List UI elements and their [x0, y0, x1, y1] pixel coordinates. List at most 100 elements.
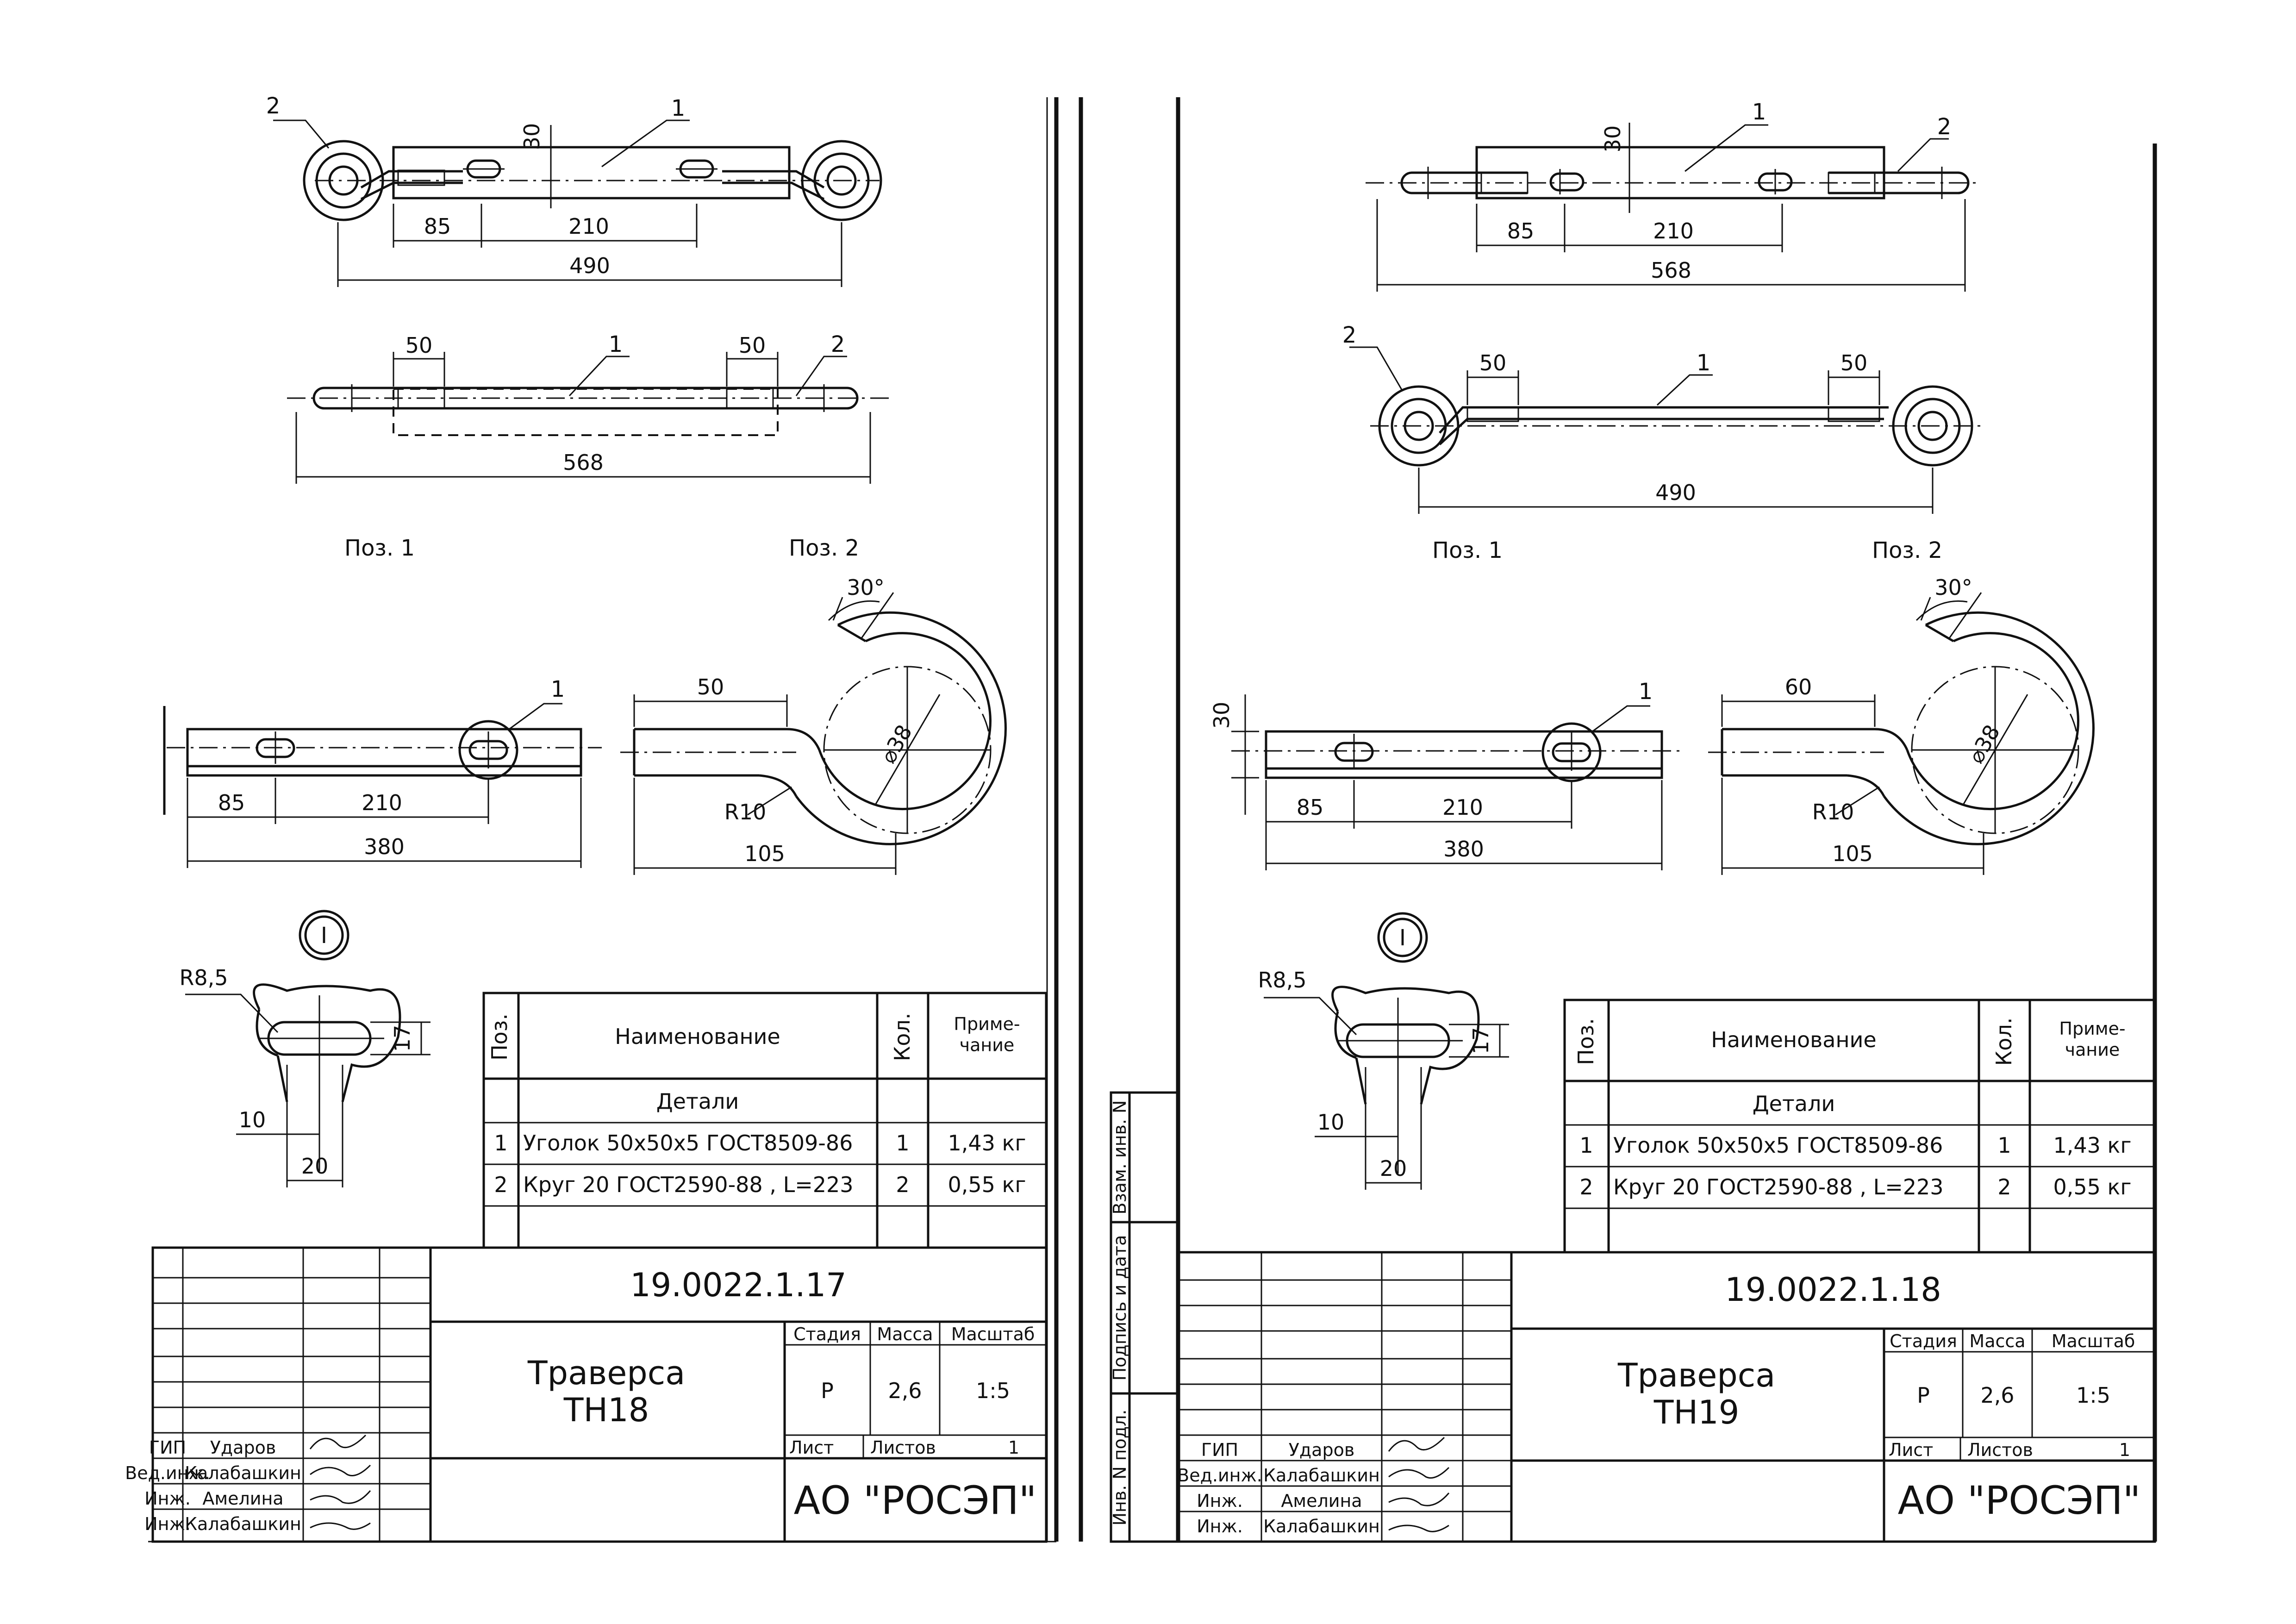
right-poz2-dim-105: 105: [1832, 841, 1873, 866]
right-stamp-signature: Подпись и дата: [1110, 1235, 1130, 1381]
right-mass-label: Масса: [1969, 1331, 2025, 1351]
left-detail-dim-20: 20: [301, 1154, 329, 1179]
right-detail-dim-r85: R8,5: [1258, 968, 1306, 993]
right-spec-row1-name: Уголок 50х50х5 ГОСТ8509-86: [1613, 1133, 1943, 1158]
left-top-view: 85 210 490 30 1 2: [266, 93, 882, 287]
right-spec-row2-note: 0,55 кг: [2053, 1174, 2132, 1199]
left-title-block: 19.0022.1.17 Траверса ТН18 Стадия Масса …: [125, 1246, 1048, 1543]
right-top-pos-1: 1: [1752, 99, 1766, 125]
right-detail-dim-20: 20: [1380, 1156, 1407, 1181]
right-role-3: Инж.: [1197, 1491, 1243, 1511]
right-side-dim-50a: 50: [1479, 350, 1507, 375]
right-spec-row2-qty: 2: [1997, 1174, 2011, 1199]
left-mass-label: Масса: [877, 1324, 933, 1344]
left-side-pos-2: 2: [831, 331, 845, 357]
right-poz1-dim-380: 380: [1443, 837, 1484, 862]
right-side-dim-50b: 50: [1841, 350, 1868, 375]
left-signer-4: Калабашкин: [185, 1514, 301, 1534]
right-top-dim-30: 30: [1600, 125, 1625, 153]
left-sheets-count: 1: [1008, 1437, 1019, 1458]
left-spec-table: Поз. Наименование Кол. Приме-чание Детал…: [482, 992, 1048, 1249]
right-signer-1: Ударов: [1289, 1440, 1354, 1460]
right-title-block: 19.0022.1.18 Траверса ТН19 Стадия Масса …: [1177, 1251, 2156, 1543]
right-poz2-dim-60: 60: [1785, 675, 1812, 700]
left-poz1-dim-210: 210: [362, 790, 402, 815]
left-spec-row1-pos: 1: [494, 1131, 507, 1156]
right-spec-header-note: Приме-чание: [2059, 1018, 2125, 1060]
right-poz1-dim-210: 210: [1442, 795, 1483, 820]
left-detail-dim-r85: R8,5: [179, 965, 228, 990]
left-poz2-dim-105: 105: [744, 841, 785, 866]
left-spec-section: Детали: [656, 1089, 739, 1114]
left-signer-2: Калабашкин: [185, 1463, 301, 1483]
left-stage-label: Стадия: [793, 1324, 861, 1344]
right-subtitle: ТН19: [1653, 1393, 1739, 1431]
left-poz2-view: ⌀38 30° 50 R10 105: [620, 575, 1007, 875]
left-poz1-label: Поз. 1: [344, 535, 415, 561]
left-doc-code: 19.0022.1.17: [630, 1266, 847, 1304]
right-poz1-dim-30: 30: [1209, 702, 1234, 729]
right-poz2-label: Поз. 2: [1872, 537, 1942, 563]
right-sheet-label: Лист: [1889, 1440, 1933, 1460]
right-poz1-dim-85: 85: [1297, 795, 1324, 820]
left-stage: Р: [821, 1378, 834, 1403]
left-poz2-dim-r10: R10: [724, 800, 767, 824]
left-title: Траверса: [527, 1354, 685, 1392]
right-side-pos-1: 1: [1697, 350, 1711, 376]
right-sheets-label: Листов: [1967, 1440, 2033, 1460]
left-signer-3: Амелина: [202, 1488, 283, 1509]
left-spec-row2-note: 0,55 кг: [948, 1172, 1026, 1197]
left-poz2-dim-angle: 30°: [847, 575, 885, 600]
right-side-dim-490: 490: [1655, 480, 1696, 505]
left-side-dim-50a: 50: [406, 333, 433, 358]
left-side-dim-50b: 50: [739, 333, 766, 358]
right-org: АО "РОСЭП": [1898, 1478, 2141, 1523]
left-signatures: [309, 1434, 371, 1530]
left-spec-row2-pos: 2: [494, 1172, 507, 1197]
right-stamp-inventory: Инв. N подл.: [1110, 1409, 1130, 1525]
left-subtitle: ТН18: [563, 1391, 649, 1429]
left-sheet-label: Лист: [789, 1437, 834, 1458]
left-spec-row1-qty: 1: [896, 1131, 909, 1156]
right-mass: 2,6: [1980, 1383, 2014, 1408]
left-detail-dim-10: 10: [239, 1107, 266, 1132]
right-scale-label: Масштаб: [2052, 1331, 2135, 1351]
left-role-3: Инж.: [144, 1488, 191, 1509]
right-detail-dim-17: 17: [1468, 1027, 1493, 1055]
right-role-2: Вед.инж.: [1177, 1465, 1262, 1486]
left-sheet: 85 210 490 30 1 2 50: [125, 93, 1048, 1543]
right-detail-view: I R8,5 17 10 20: [1258, 912, 1509, 1190]
left-scale-label: Масштаб: [951, 1324, 1035, 1344]
left-top-dim-30: 30: [519, 123, 544, 150]
left-poz2-dim-50: 50: [697, 675, 724, 700]
right-role-4: Инж.: [1197, 1516, 1243, 1537]
left-spec-header-note: Приме-чание: [954, 1014, 1020, 1056]
left-spec-header-qty: Кол.: [890, 1013, 915, 1062]
left-detail-view: I R8,5 17 10 20: [179, 910, 430, 1187]
left-spec-header-pos: Поз.: [487, 1013, 512, 1061]
left-role-2: Вед.инж.: [125, 1463, 210, 1483]
right-sheets-count: 1: [2119, 1440, 2130, 1460]
left-spec-row2-qty: 2: [896, 1172, 909, 1197]
left-top-dim-490: 490: [569, 253, 610, 278]
right-spec-section: Детали: [1753, 1091, 1835, 1116]
right-spec-header-qty: Кол.: [1991, 1018, 2016, 1066]
left-side-view: 50 50 568 1 2: [287, 331, 889, 484]
right-top-pos-2: 2: [1937, 114, 1952, 140]
left-detail-dim-17: 17: [390, 1025, 415, 1052]
right-top-dim-210: 210: [1653, 219, 1694, 244]
right-poz2-view: ⌀38 30° 60 R10 105: [1708, 575, 2095, 875]
left-spec-header-name: Наименование: [615, 1024, 780, 1049]
right-spec-row2-pos: 2: [1579, 1174, 1593, 1199]
left-side-dim-568: 568: [563, 450, 604, 475]
right-doc-code: 19.0022.1.18: [1725, 1271, 1941, 1309]
right-poz2-dim-r10: R10: [1812, 800, 1854, 824]
right-signer-4: Калабашкин: [1263, 1516, 1380, 1537]
right-role-1: ГИП: [1201, 1440, 1238, 1460]
left-org: АО "РОСЭП": [794, 1478, 1037, 1523]
left-role-1: ГИП: [149, 1437, 186, 1458]
right-scale: 1:5: [2076, 1383, 2110, 1408]
right-stamp-replace: Взам. инв. N: [1110, 1100, 1130, 1215]
left-mass: 2,6: [888, 1378, 922, 1403]
right-poz1-label: Поз. 1: [1432, 537, 1503, 563]
